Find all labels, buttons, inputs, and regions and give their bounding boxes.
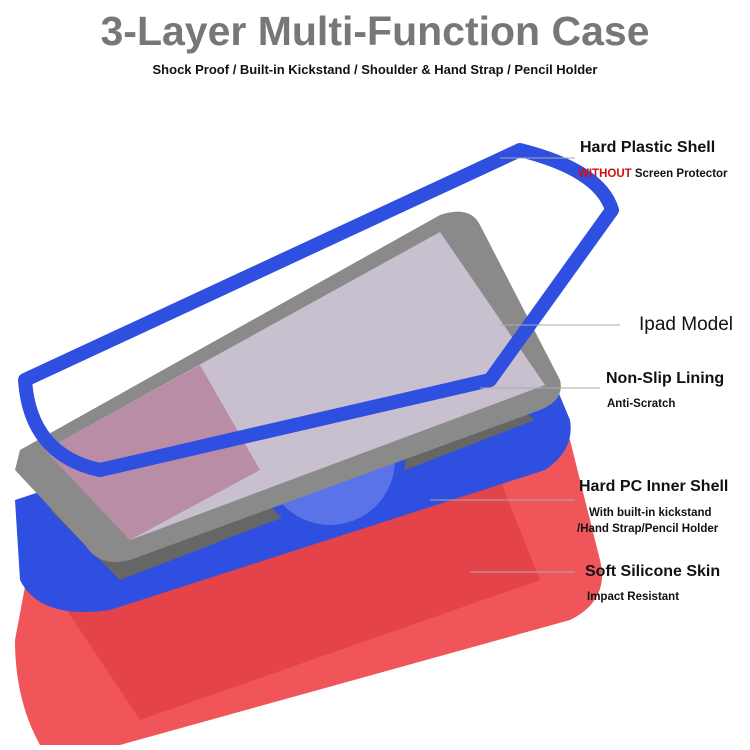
strap-pencil-note: /Hand Strap/Pencil Holder xyxy=(577,523,719,535)
soft-silicone-skin-label: Soft Silicone Skin xyxy=(585,563,721,580)
ipad-model-label: Ipad Model xyxy=(639,314,734,335)
non-slip-lining-label: Non-Slip Lining xyxy=(606,370,725,387)
hard-pc-inner-shell-label: Hard PC Inner Shell xyxy=(579,478,729,495)
silicone-skin-layer xyxy=(15,417,602,745)
impact-resistant-note: Impact Resistant xyxy=(587,591,680,603)
leader-lines xyxy=(430,157,620,573)
hard-plastic-shell-note: WITHOUT Screen Protector xyxy=(578,168,728,180)
hard-plastic-shell-label: Hard Plastic Shell xyxy=(580,139,716,156)
hard-plastic-shell-layer xyxy=(18,143,619,477)
anti-scratch-note: Anti-Scratch xyxy=(607,398,676,410)
page-title: 3-Layer Multi-Function Case xyxy=(100,8,650,54)
kickstand-note: With built-in kickstand xyxy=(589,507,712,519)
without-highlight: WITHOUT xyxy=(578,168,632,180)
screen-protector-note: Screen Protector xyxy=(631,168,728,180)
page-subtitle: Shock Proof / Built-in Kickstand / Shoul… xyxy=(152,62,598,77)
